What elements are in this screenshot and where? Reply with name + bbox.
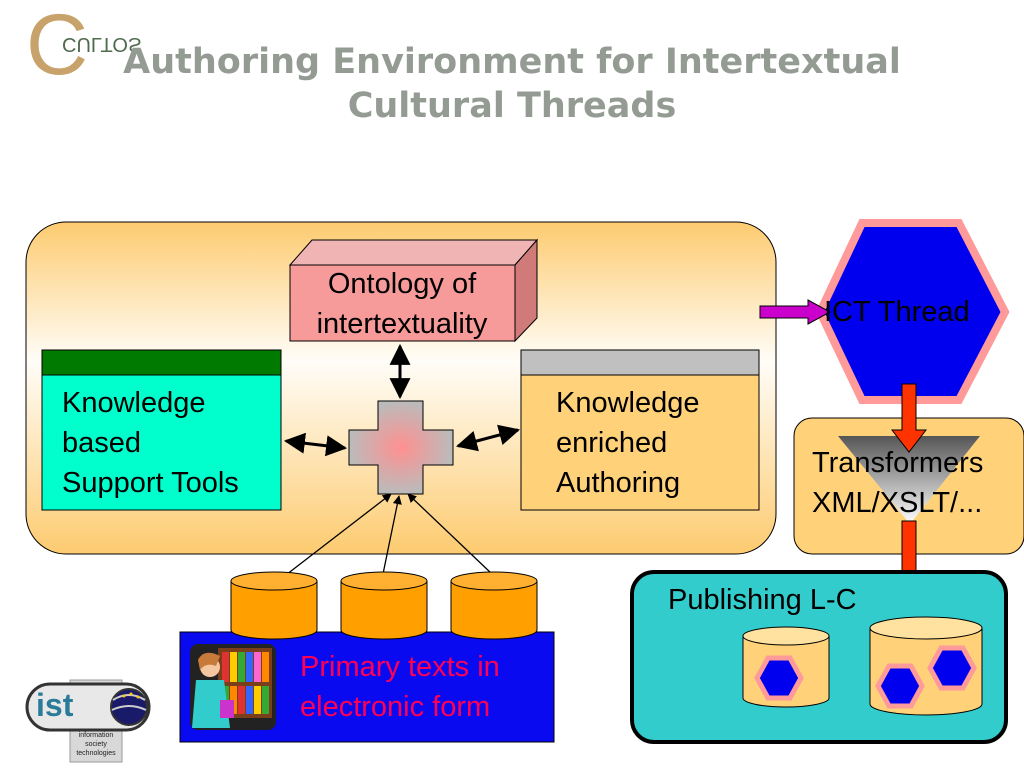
authoring-box <box>520 349 760 511</box>
support-tools-header <box>41 349 282 376</box>
page-title: Authoring Environment for Intertextual C… <box>0 40 1024 128</box>
ist-logo <box>25 679 151 763</box>
support-tools-label-line-2: based <box>62 427 142 459</box>
ontology-label: Ontology of intertextuality <box>292 264 512 344</box>
authoring-label: Knowledge enriched Authoring <box>556 383 756 503</box>
ist-caption-line-2: society <box>85 741 107 748</box>
primary-texts-label-line-1: Primary texts in <box>300 651 500 683</box>
ict-thread-label: ICT Thread <box>824 296 970 328</box>
primary-texts-label-line-2: electronic form <box>300 691 491 723</box>
authoring-header <box>520 349 760 376</box>
transformers-label: Transformers XML/XSLT/... <box>812 443 1017 523</box>
authoring-label-line-3: Authoring <box>556 467 681 499</box>
title-line-1: Authoring Environment for Intertextual <box>123 42 901 82</box>
publishing-label: Publishing L-C <box>668 584 857 616</box>
database-3 <box>450 571 538 640</box>
authoring-label-line-2: enriched <box>556 427 668 459</box>
cultos-logo: C CULTOS <box>26 2 141 82</box>
ist-logo-text: ist <box>36 687 74 723</box>
ontology-label-line-1: Ontology of <box>327 268 477 300</box>
title-line-2: Cultural Threads <box>347 86 677 126</box>
ist-caption-line-3: technologies <box>76 750 116 757</box>
support-tools-label: Knowledge based Support Tools <box>62 383 277 503</box>
ontology-label-line-2: intertextuality <box>316 308 488 340</box>
database-links <box>281 493 493 579</box>
support-tools-label-line-3: Support Tools <box>62 467 239 499</box>
central-hub-cross <box>348 400 454 495</box>
support-tools-label-line-1: Knowledge <box>62 387 206 419</box>
ontology-box <box>288 238 539 343</box>
support-hub-arrow <box>283 432 348 457</box>
transformers-funnel <box>838 436 980 524</box>
ict-to-transformers-arrow <box>890 383 928 453</box>
support-tools-box <box>41 349 282 511</box>
ist-caption-line-1: information <box>78 732 114 739</box>
primary-texts-label: Primary texts in electronic form <box>300 647 550 727</box>
database-2 <box>340 571 428 640</box>
transformers-label-line-1: Transformers <box>812 447 984 479</box>
ist-logo-caption: information society technologies <box>70 731 122 758</box>
published-thread-cylinder-2 <box>869 616 983 716</box>
logo-text: CULTOS <box>62 33 141 55</box>
database-1 <box>230 571 318 640</box>
reader-bookshelf-image <box>190 644 276 730</box>
published-thread-cylinder-1 <box>742 626 830 708</box>
ict-thread-hexagon <box>815 219 1010 404</box>
authoring-label-line-1: Knowledge <box>556 387 700 419</box>
logo-letter: C <box>26 2 88 82</box>
ict-input-arrow <box>759 299 832 325</box>
transformers-label-line-2: XML/XSLT/... <box>812 487 983 519</box>
authoring-hub-arrow <box>455 424 521 452</box>
